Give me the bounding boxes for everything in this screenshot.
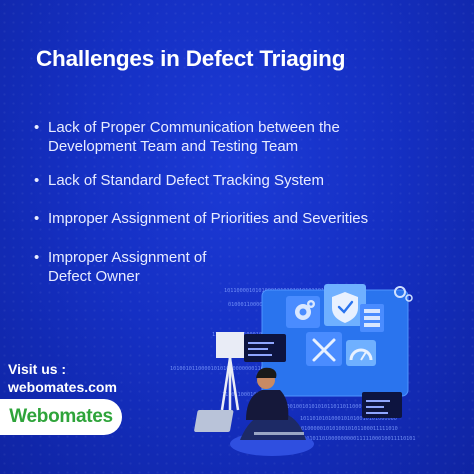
visit-label: Visit us : xyxy=(8,361,67,377)
challenge-text: Lack of Proper Communication between the… xyxy=(48,119,340,155)
page-title: Challenges in Defect Triaging xyxy=(36,46,346,71)
challenge-text: Lack of Standard Defect Tracking System xyxy=(48,172,324,189)
webomates-logo: Webomates xyxy=(0,399,122,435)
challenge-text: Improper Assignment of Priorities and Se… xyxy=(48,210,369,227)
bullet-marker: • xyxy=(34,119,40,136)
logo-text: Webomates xyxy=(9,406,113,427)
challenge-item: • Improper Assignment of Defect Owner xyxy=(34,248,238,286)
bullet-marker: • xyxy=(34,210,40,227)
visit-us-block: Visit us : webomates.com xyxy=(8,360,117,396)
challenge-item: • Improper Assignment of Priorities and … xyxy=(34,209,443,228)
bullet-marker: • xyxy=(34,172,40,189)
challenge-item: • Lack of Standard Defect Tracking Syste… xyxy=(34,171,443,190)
challenge-text: Improper Assignment of Defect Owner xyxy=(48,249,207,285)
challenge-item: • Lack of Proper Communication between t… xyxy=(34,118,418,156)
bullet-marker: • xyxy=(34,249,40,266)
website-link[interactable]: webomates.com xyxy=(8,379,117,395)
